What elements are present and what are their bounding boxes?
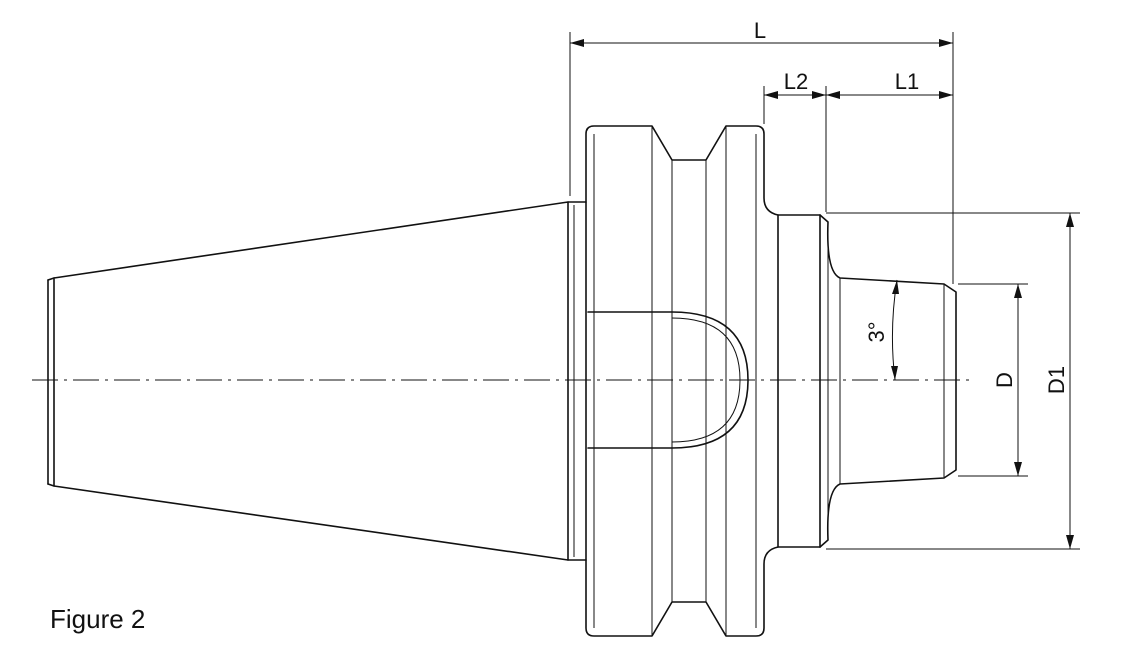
- angle-label: 3°: [864, 321, 889, 342]
- figure-caption: Figure 2: [50, 604, 145, 634]
- dimension-d1: D1: [1044, 213, 1074, 549]
- dimension-angle: 3°: [864, 279, 899, 381]
- dimension-l1: L1: [826, 69, 953, 99]
- front-body: [777, 214, 957, 548]
- dimension-l2: L2: [764, 69, 826, 99]
- dimension-d-label: D: [992, 372, 1017, 388]
- dimension-l-label: L: [754, 18, 766, 43]
- dimension-d1-label: D1: [1044, 366, 1069, 394]
- taper-shank: [47, 201, 587, 561]
- extension-lines: [569, 32, 1080, 550]
- dimension-l2-label: L2: [784, 69, 808, 94]
- v-flange: [585, 125, 779, 637]
- dimension-l: L: [570, 18, 953, 47]
- dimension-d: D: [992, 284, 1022, 476]
- dimension-l1-label: L1: [895, 69, 919, 94]
